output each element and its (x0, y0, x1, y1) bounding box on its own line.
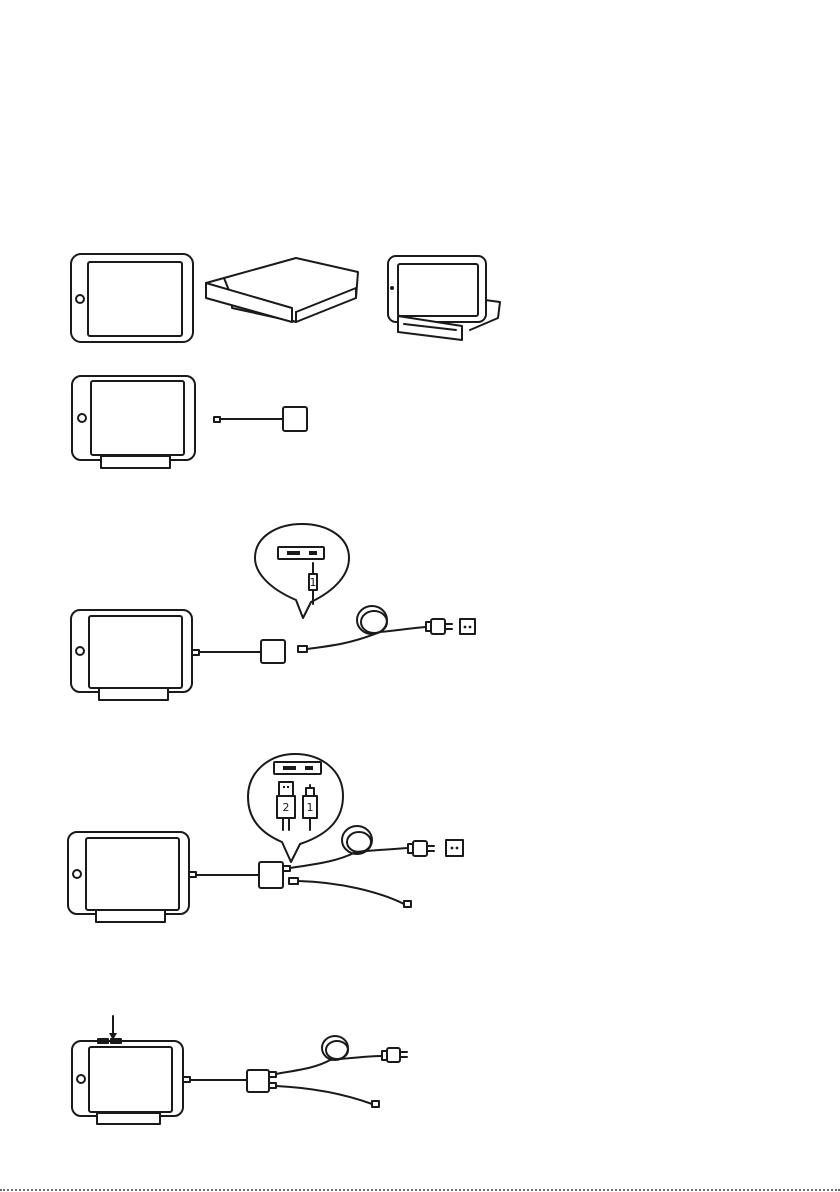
power-cable-figure-3 (276, 1036, 407, 1074)
adapter-cable-figure-4 (183, 1070, 276, 1092)
power-button-arrow (109, 1016, 117, 1040)
tablet-on-stand-figure-1 (72, 376, 195, 468)
usb-cable-figure-2 (276, 1086, 379, 1107)
port-callout-bubble-1: 1 (255, 524, 349, 618)
port-label-2: 2 (283, 801, 290, 814)
tablet-on-stand-figure-4 (72, 1039, 183, 1124)
tablet-front-figure (71, 254, 193, 342)
port-label-1: 1 (310, 576, 317, 589)
tablet-on-stand-figure-2 (71, 610, 192, 700)
usb-cable-figure-1 (298, 881, 411, 907)
port-callout-bubble-2: 2 1 (248, 754, 343, 862)
tablet-in-dock-figure (388, 256, 500, 340)
dock-base-figure (206, 258, 358, 322)
port-label-1b: 1 (307, 801, 314, 814)
adapter-cable-figure-3 (189, 862, 298, 888)
adapter-cable-figure-2 (192, 640, 285, 663)
tablet-on-stand-figure-3 (68, 832, 189, 922)
page-bottom-dotted-border (0, 1189, 840, 1191)
power-cable-figure-1 (298, 606, 475, 652)
adapter-cable-figure-1 (214, 407, 307, 431)
